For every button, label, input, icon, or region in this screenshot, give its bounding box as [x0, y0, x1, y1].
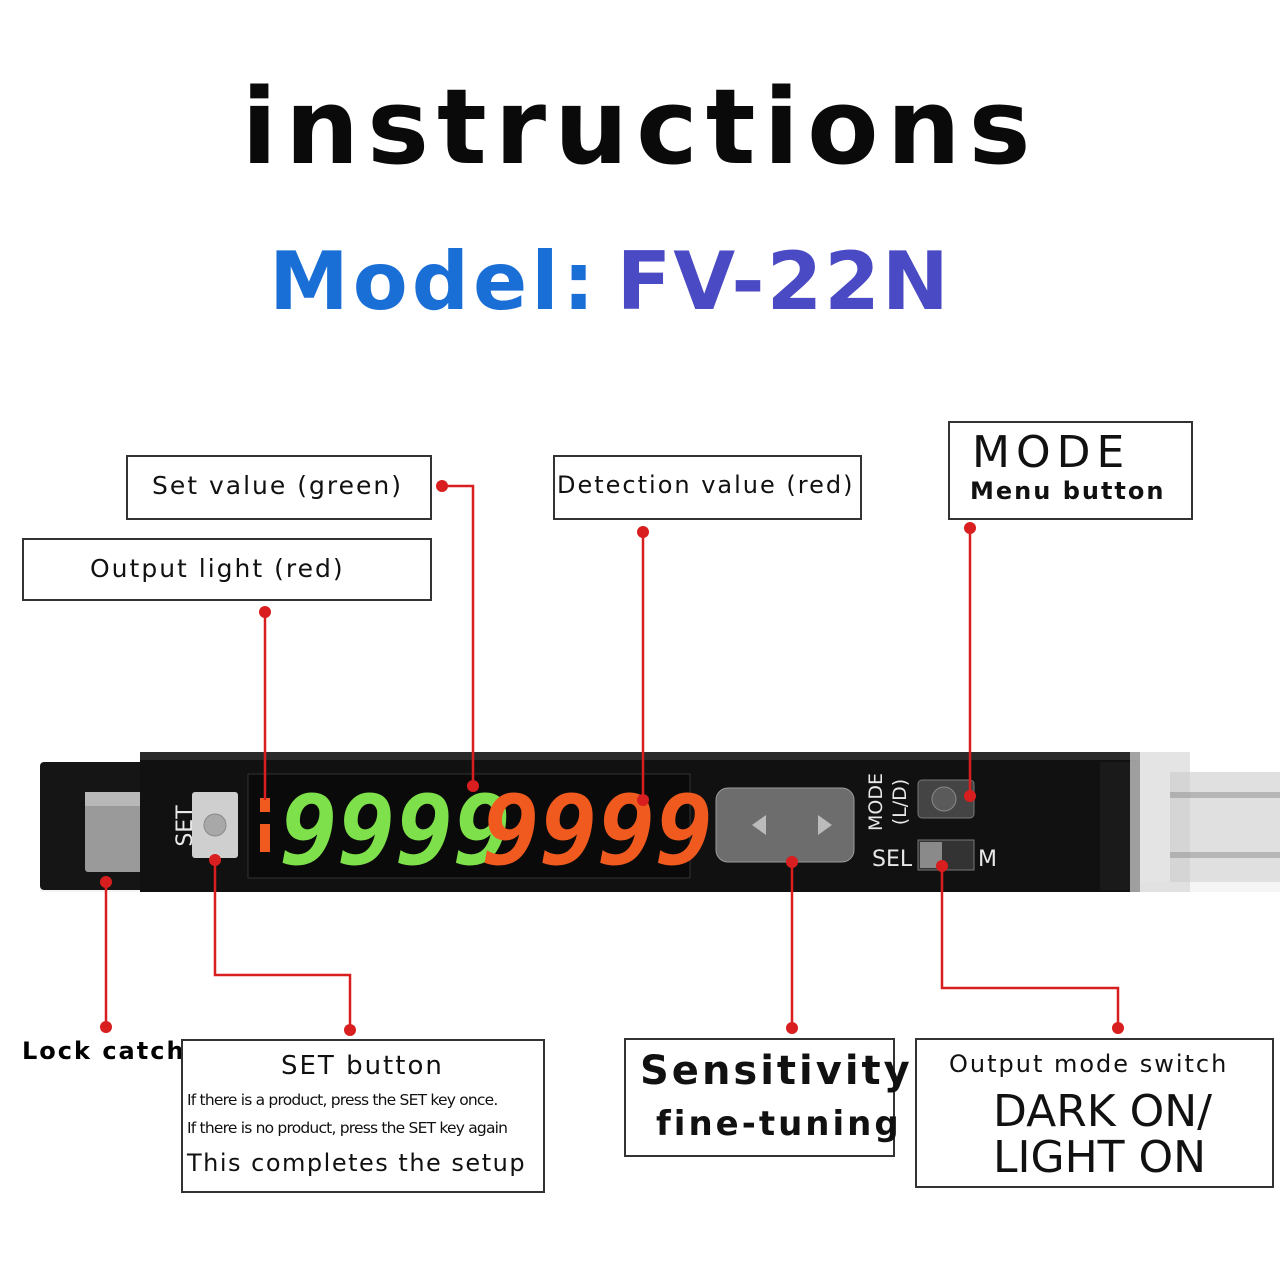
dot-sensitivity-end: [786, 1022, 798, 1034]
model-heading: Model:FV-22N: [0, 238, 1210, 326]
dot-set-value: [436, 480, 448, 492]
callout-output-mode-line2: LIGHT ON: [993, 1132, 1207, 1183]
callout-output-light: Output light (red): [22, 538, 432, 601]
callout-set-value: Set value (green): [126, 455, 432, 520]
callout-set-button-line2: If there is no product, press the SET ke…: [187, 1119, 508, 1137]
sensitivity-buttons[interactable]: [715, 787, 855, 863]
callout-output-mode: Output mode switch DARK ON/ LIGHT ON: [915, 1038, 1274, 1188]
dot-mode: [964, 522, 976, 534]
mode-sub-label: (L/D): [889, 779, 911, 825]
callout-detection-value: Detection value (red): [553, 455, 862, 520]
model-label: Model:: [269, 235, 599, 328]
dot-output-mode: [936, 860, 948, 872]
dot-set-button: [209, 854, 221, 866]
dot-output-light: [259, 606, 271, 618]
dot-detection-value: [637, 526, 649, 538]
sensor-device: SET 9999 9999 MODE (L/D) SEL M: [40, 752, 1280, 892]
callout-set-button-line3: This completes the setup: [187, 1149, 527, 1177]
dot-set-button-end: [344, 1024, 356, 1036]
output-light: [260, 798, 270, 812]
callout-detection-value-text: Detection value (red): [557, 471, 855, 499]
callout-mode-sub: Menu button: [970, 477, 1166, 505]
callout-mode-title: MODE: [972, 427, 1131, 478]
dot-lock-catch: [100, 876, 112, 888]
callout-set-button: SET button If there is a product, press …: [181, 1039, 545, 1193]
display-window: [247, 773, 691, 879]
page-title: instructions: [241, 66, 1039, 188]
callout-set-value-text: Set value (green): [152, 471, 403, 500]
callout-sensitivity-line2: fine-tuning: [656, 1104, 902, 1144]
callout-sensitivity: Sensitivity fine-tuning: [624, 1038, 910, 1157]
lock-catch-tab: [85, 792, 143, 872]
callout-set-button-title: SET button: [281, 1051, 444, 1081]
callout-output-light-text: Output light (red): [90, 554, 345, 583]
callout-output-mode-line1: DARK ON/: [993, 1086, 1212, 1137]
left-arrow-icon: [752, 815, 766, 835]
dot-sensitivity: [786, 856, 798, 868]
red-digits: 9999: [482, 775, 713, 887]
dot-mode-end: [964, 790, 976, 802]
dot-lock-catch-end: [100, 1021, 112, 1033]
sel-label: SEL: [872, 847, 913, 872]
dot-set-value-end: [467, 780, 479, 792]
callout-sensitivity-line1: Sensitivity: [640, 1048, 913, 1094]
callout-output-mode-title: Output mode switch: [949, 1050, 1229, 1078]
mode-label: MODE: [865, 773, 887, 831]
right-arrow-icon: [818, 815, 832, 835]
dot-output-mode-end: [1112, 1022, 1124, 1034]
callout-lock-catch: Lock catch: [22, 1037, 186, 1065]
callout-set-button-line1: If there is a product, press the SET key…: [187, 1091, 498, 1109]
m-label: M: [978, 847, 997, 872]
dot-detection-value-end: [637, 794, 649, 806]
green-digits: 9999: [280, 775, 511, 887]
callout-mode: MODE Menu button: [948, 421, 1193, 520]
model-value: FV-22N: [616, 235, 951, 328]
